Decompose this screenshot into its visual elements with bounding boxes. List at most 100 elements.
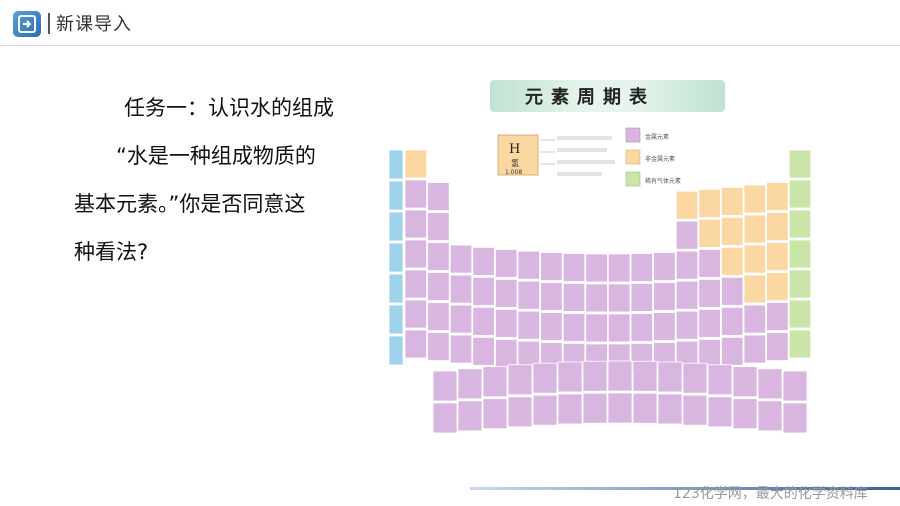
period-label-cell: [388, 242, 404, 273]
element-cell: [517, 310, 541, 340]
f-block-cell: [707, 364, 733, 396]
element-cell: [653, 252, 676, 281]
f-block-cell: [757, 368, 783, 400]
element-cell: [540, 282, 563, 311]
f-block-cell: [482, 366, 508, 398]
f-block-cell: [457, 400, 483, 432]
element-cell: [743, 304, 767, 334]
element-cell: [495, 309, 518, 338]
element-cell: [675, 190, 699, 220]
element-cell: [495, 279, 518, 308]
element-cell: [630, 313, 654, 342]
element-cell: [630, 283, 654, 312]
element-cell: [607, 253, 631, 283]
element-cell: [404, 179, 428, 209]
element-cell: [427, 332, 450, 361]
element-cell: [517, 250, 541, 280]
f-block-cell: [732, 366, 758, 398]
f-block-cell: [682, 394, 708, 426]
legend-nonmetal: 非金属元素: [645, 155, 675, 163]
element-cell: [562, 313, 586, 342]
element-cell: [766, 332, 789, 361]
element-cell: [720, 306, 744, 336]
element-cell: [562, 253, 586, 282]
f-block-cell: [507, 364, 533, 396]
key-mass: 1.008: [505, 169, 522, 176]
f-block-cell: [532, 362, 558, 394]
element-cell: [540, 312, 563, 341]
element-cell: [404, 269, 428, 299]
element-key: H 氢 1.008: [497, 134, 615, 176]
f-block-cell: [632, 360, 658, 392]
f-block-cell: [482, 398, 508, 430]
element-cell: [766, 212, 789, 241]
f-block-cell: [532, 394, 558, 426]
f-block-cell: [507, 396, 533, 428]
element-cell: [427, 242, 450, 271]
f-block-cell: [657, 361, 683, 393]
element-cell: [404, 299, 428, 329]
period-label-cell: [388, 211, 404, 242]
element-cell: [720, 276, 744, 306]
element-cell: [743, 244, 767, 274]
periodic-table-grid: H 氢 1.008 金属元素 非金属元素 稀有气体元素: [388, 127, 812, 434]
period-label-cell: [388, 180, 404, 211]
element-cell: [404, 239, 428, 269]
element-cell: [743, 214, 767, 244]
period-label-cell: [388, 273, 404, 304]
element-cell: [585, 313, 608, 343]
period-label-cell: [388, 149, 404, 180]
element-cell: [743, 334, 767, 364]
element-cell: [404, 149, 428, 179]
header-divider: [0, 45, 900, 46]
key-name: 氢: [511, 158, 519, 168]
element-cell: [540, 252, 563, 281]
element-cell: [675, 220, 699, 250]
period-label-cell: [388, 304, 404, 335]
element-cell: [675, 250, 699, 280]
periodic-table-title: 元素周期表: [525, 87, 655, 108]
element-cell: [472, 276, 495, 306]
f-block-cell: [432, 402, 458, 434]
header-separator: [48, 13, 50, 34]
legend-noble: 稀有气体元素: [645, 177, 681, 185]
f-block-cell: [557, 393, 583, 425]
f-block-cell: [682, 362, 708, 394]
element-cell: [788, 149, 812, 179]
element-cell: [404, 209, 428, 239]
f-block-cell: [432, 370, 458, 402]
f-block-cell: [782, 402, 808, 434]
element-cell: [472, 336, 495, 366]
element-cell: [449, 334, 473, 364]
footer-accent-line: [470, 487, 900, 490]
element-cell: [720, 246, 744, 276]
question-line-1: 任务一：认识水的组成: [124, 96, 334, 120]
element-cell: [427, 212, 450, 241]
f-block-cell: [782, 370, 808, 402]
element-cell: [698, 219, 721, 248]
question-line-2: “水是一种组成物质的: [116, 144, 316, 168]
element-cell: [472, 306, 495, 336]
element-cell: [630, 253, 654, 282]
element-cell: [675, 280, 699, 310]
element-cell: [607, 313, 631, 343]
element-cell: [449, 244, 473, 274]
element-cell: [698, 189, 721, 218]
element-cell: [607, 283, 631, 313]
f-block-cell: [657, 393, 683, 425]
element-cell: [427, 182, 450, 211]
f-block-cell: [582, 392, 608, 424]
question-line-3: 基本元素。”你是否同意这: [74, 192, 306, 216]
f-block-cell: [582, 360, 608, 392]
footer-watermark: 123化学网，最大的化学资料库: [673, 486, 868, 502]
periodic-table-banner: [490, 80, 725, 112]
element-cell: [449, 304, 473, 334]
periodic-table-image: 元素周期表 H 氢 1.008 金属元素 非金属元素 稀有气体元素: [385, 78, 835, 450]
element-cell: [653, 312, 676, 341]
element-cell: [585, 283, 608, 313]
element-cell: [720, 336, 744, 366]
element-cell: [427, 302, 450, 331]
element-cell: [766, 272, 789, 301]
element-cell: [788, 179, 812, 209]
element-cell: [788, 269, 812, 299]
